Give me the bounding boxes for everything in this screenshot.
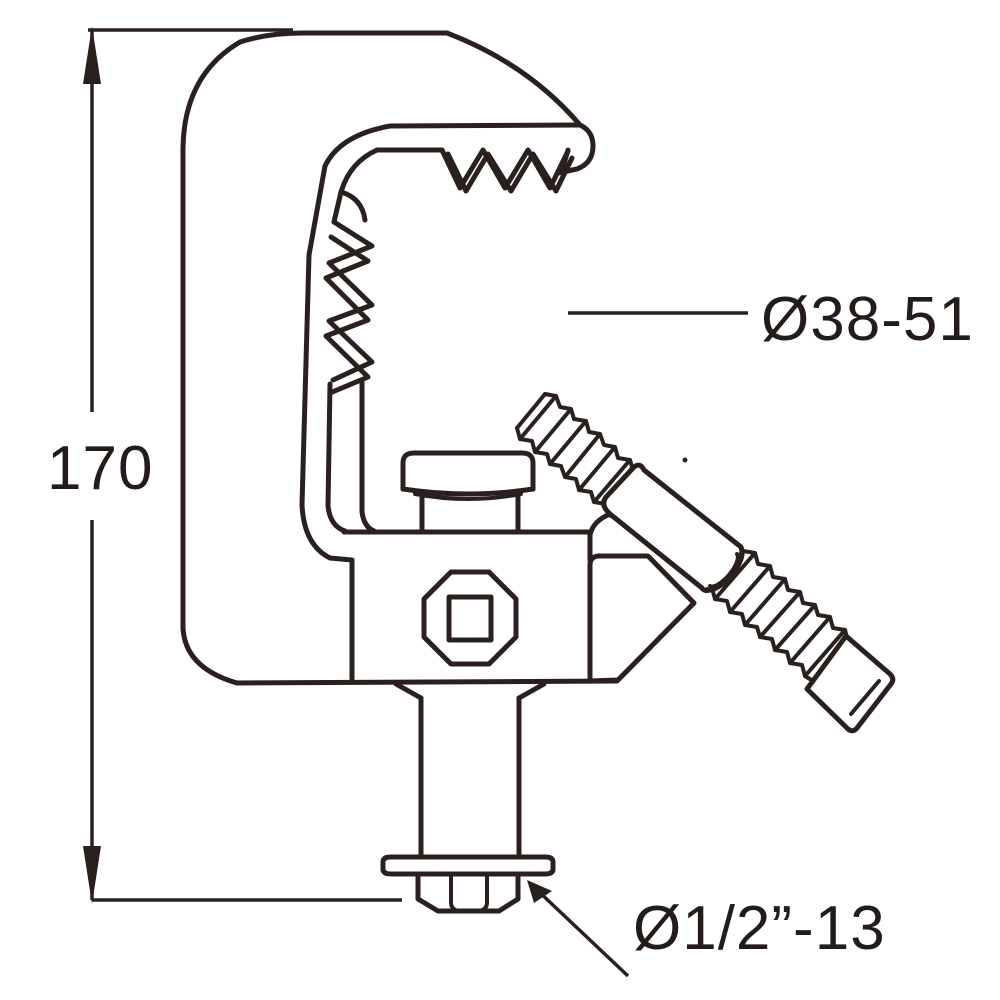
stem-fill	[423, 686, 517, 858]
stem-chamfer-right	[516, 681, 547, 701]
top-serrations	[439, 147, 575, 194]
pad-bolt-cap-underside-arc	[413, 492, 523, 501]
thread-runout-arc-inner	[708, 552, 740, 589]
handle-knob	[804, 633, 896, 734]
height-dimension: 170	[47, 26, 402, 904]
clamp-body	[180, 30, 620, 686]
washer	[380, 854, 556, 877]
arrow-up-left-icon	[527, 880, 552, 903]
hex-nut-facet-right	[477, 872, 489, 913]
stem-chamfer-left	[393, 681, 424, 701]
thread-line	[758, 590, 802, 639]
handle-knob-face-edge	[849, 679, 881, 716]
lower-thread-rod	[705, 547, 896, 734]
top-serration-zigzag-front	[439, 147, 571, 191]
thread-line	[548, 419, 588, 466]
hex-nut	[415, 871, 521, 914]
clamp-body-outline	[180, 30, 620, 686]
thread-line	[803, 628, 847, 678]
thread-line	[563, 432, 602, 479]
upper-rod-end-face	[515, 392, 547, 430]
thread-line	[728, 564, 772, 614]
lower-rod-thread-lines	[713, 551, 847, 678]
barrel-to-plate-fillet	[587, 511, 613, 563]
dimension-height-label: 170	[47, 434, 153, 503]
thread-spec-label: Ø1/2”-13	[633, 894, 886, 963]
thread-line	[533, 407, 573, 454]
inner-jaw-back-line	[299, 122, 583, 684]
clamp-range-callout: Ø38-51	[568, 285, 974, 354]
clamp-range-label: Ø38-51	[761, 285, 974, 354]
left-serration-zigzag-back	[323, 234, 371, 396]
square-drive-hole	[446, 594, 494, 643]
hex-nut-outline	[415, 871, 521, 914]
thread-line	[518, 394, 558, 441]
left-band-below-teeth-left	[325, 381, 348, 534]
pad-bolt	[400, 450, 536, 534]
drive-socket	[421, 569, 519, 667]
arrow-down-icon	[83, 846, 101, 904]
thread-spec-callout: Ø1/2”-13	[527, 880, 886, 978]
thread-line	[713, 551, 757, 601]
callout-arrow-shaft	[534, 887, 630, 978]
top-serration-zigzag-back	[445, 151, 575, 194]
thread-line	[743, 577, 787, 627]
pivot-bracket-plate	[587, 553, 697, 684]
top-jaw-nose-inner-edge	[559, 147, 571, 174]
speck-dot	[682, 457, 688, 463]
left-serration-zigzag-front	[326, 219, 375, 383]
thread-line	[773, 603, 817, 652]
pad-bolt-cap	[400, 450, 536, 497]
thread-line	[592, 458, 632, 504]
arrow-up-icon	[83, 26, 101, 84]
hex-nut-facet-left	[449, 872, 461, 913]
thread-line	[788, 615, 832, 665]
inner-jaw-front-branch	[338, 189, 368, 223]
thread-line	[577, 445, 617, 492]
mounting-stem	[393, 681, 547, 860]
